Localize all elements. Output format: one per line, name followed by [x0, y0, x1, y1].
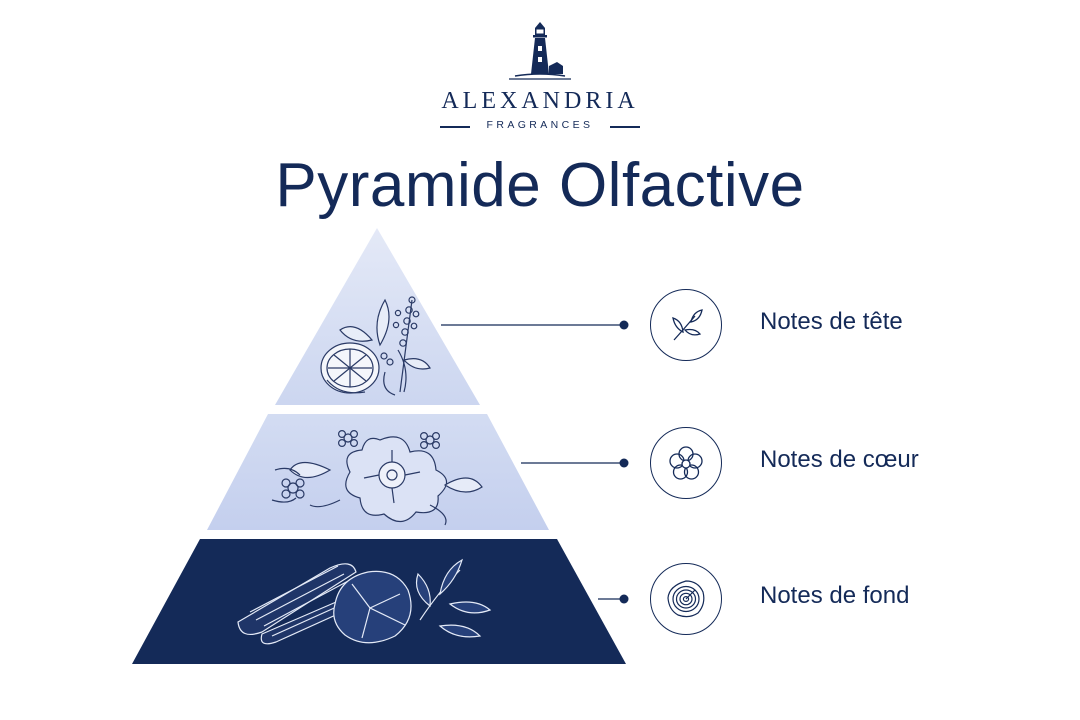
- floral-illustration: [271, 430, 483, 526]
- pyramid-tier-top: [275, 228, 480, 405]
- legend-top-notes: Notes de tête: [650, 289, 1050, 365]
- legend-icon-circle: [650, 289, 722, 361]
- wood-rings-icon: [667, 580, 705, 618]
- legend-icon-circle: [650, 563, 722, 635]
- legend-label: Notes de cœur: [760, 446, 919, 473]
- page-title: Pyramide Olfactive: [275, 151, 805, 220]
- small-flower: [420, 432, 441, 450]
- connector-dot: [619, 320, 629, 330]
- legend-icon-circle: [650, 427, 722, 499]
- brand-subtitle: FRAGRANCES: [486, 119, 594, 131]
- legend-base-notes: Notes de fond: [650, 563, 1050, 639]
- leaf-sprig-icon: [672, 309, 703, 341]
- legend-label: Notes de tête: [760, 308, 903, 335]
- legend-label: Notes de fond: [760, 582, 910, 609]
- citrus-lavender-illustration: [320, 296, 431, 396]
- small-flower: [281, 478, 305, 499]
- small-flower: [338, 430, 359, 448]
- legend-heart-notes: Notes de cœur: [650, 427, 1050, 503]
- lighthouse-icon: [509, 22, 571, 80]
- connector-dot: [619, 594, 629, 604]
- flower-icon: [669, 446, 703, 480]
- brand-subtitle-row: FRAGRANCES: [440, 119, 640, 135]
- brand-header: ALEXANDRIA FRAGRANCES: [0, 18, 1080, 138]
- connector-dot: [619, 458, 629, 468]
- wood-resin-illustration: [237, 558, 492, 645]
- divider-line: [440, 126, 470, 128]
- divider-line: [610, 126, 640, 128]
- brand-name: ALEXANDRIA: [441, 88, 639, 114]
